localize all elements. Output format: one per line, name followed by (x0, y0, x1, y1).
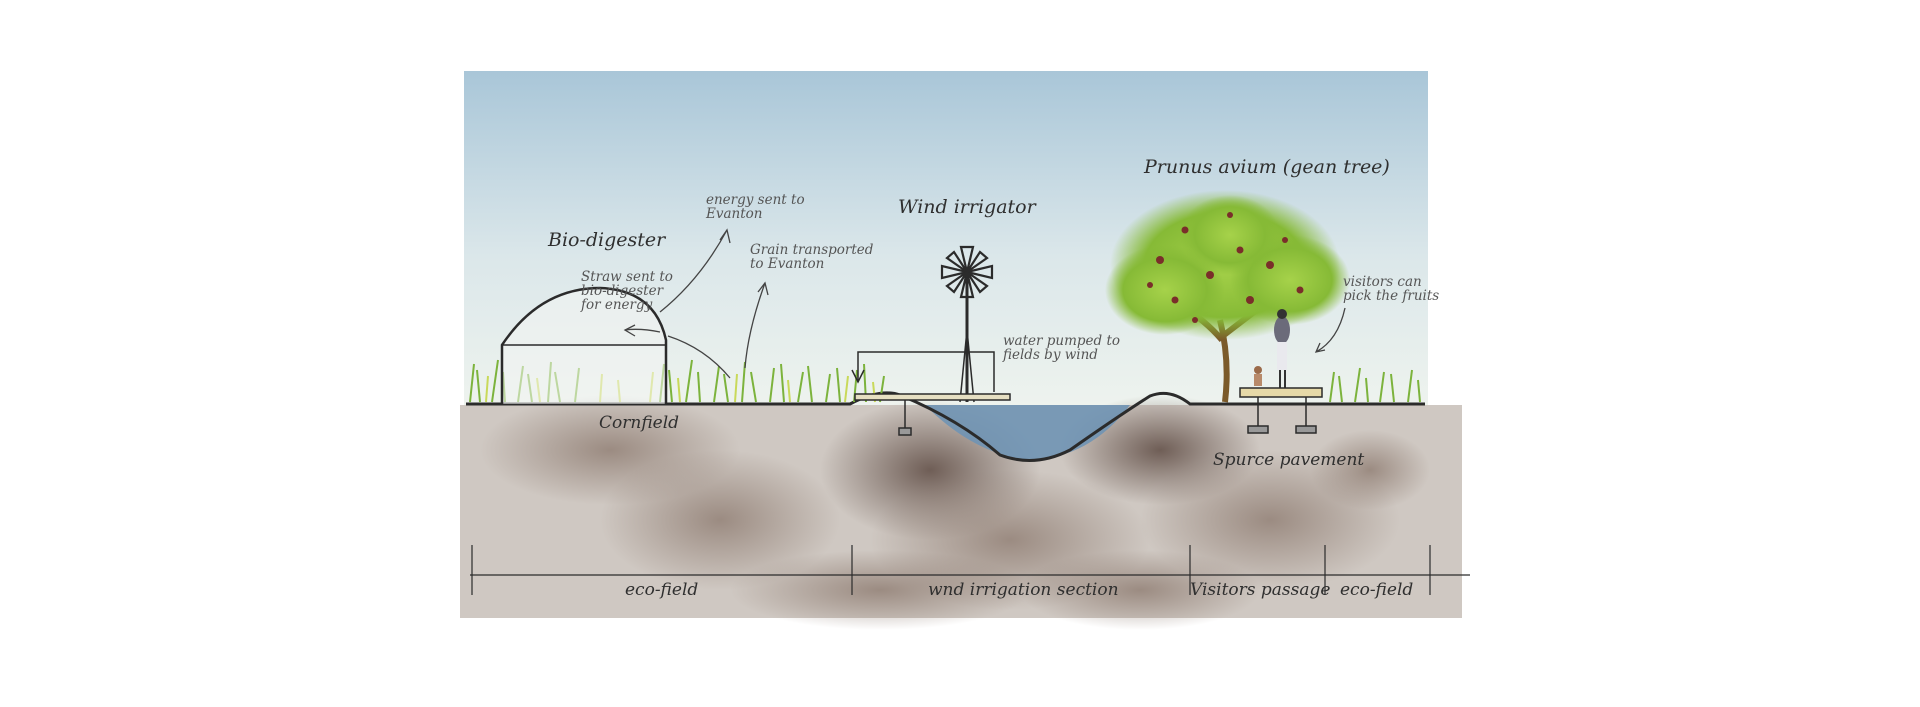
label-spurce-pavement: Spurce pavement (1213, 450, 1365, 470)
label-prunus-avium: Prunus avium (gean tree) (1144, 156, 1390, 178)
windmill (940, 245, 994, 403)
visitors-arrow (1314, 307, 1346, 353)
section-label-eco-field-1: eco-field (625, 580, 699, 600)
label-visitors-pick: visitors can pick the fruits (1343, 274, 1440, 305)
pond (925, 405, 1130, 460)
label-cornfield: Cornfield (599, 413, 680, 433)
label-bio-digester: Bio-digester (548, 229, 666, 251)
section-label-eco-field-2: eco-field (1340, 580, 1414, 600)
spruce-pavement (1239, 387, 1323, 434)
label-grain-transported: Grain transported to Evanton (750, 242, 874, 273)
label-energy-sent: energy sent to Evanton (706, 192, 805, 223)
section-divider-line (470, 545, 1470, 595)
label-straw-sent: Straw sent to bio-digester for energy (581, 269, 673, 314)
irrigation-pipe (851, 351, 1011, 436)
section-label-visitors-passage: Visitors passage (1190, 580, 1331, 600)
section-label-wind-irrigation: wnd irrigation section (928, 580, 1119, 600)
gean-tree (1105, 190, 1350, 403)
flow-arrows (623, 228, 769, 379)
bio-digester-dome (500, 286, 668, 404)
label-wind-irrigator: Wind irrigator (898, 196, 1036, 218)
label-water-pumped: water pumped to fields by wind (1003, 333, 1121, 364)
